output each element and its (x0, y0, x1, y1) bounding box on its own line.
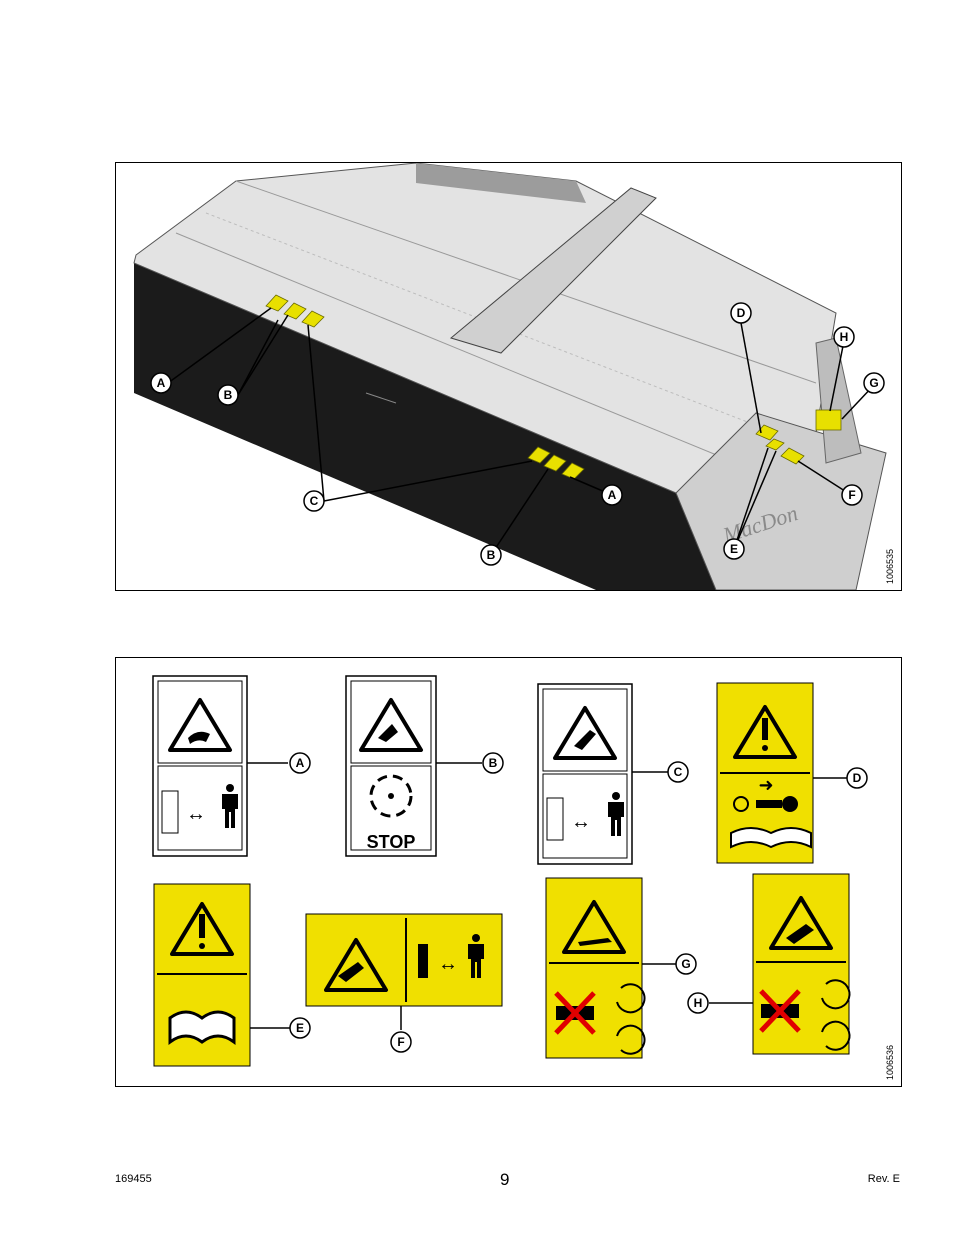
rear-frame (416, 163, 586, 203)
svg-text:A: A (157, 376, 166, 390)
svg-text:F: F (848, 488, 855, 502)
figure-id: 1006536 (885, 1044, 895, 1080)
read-manual-icon (168, 1010, 236, 1045)
decal-callout-c: C (667, 761, 689, 783)
svg-text:G: G (681, 957, 690, 971)
svg-text:H: H (694, 996, 703, 1010)
remove-key-read-manual-icon (733, 796, 749, 812)
decal-marker-c-right (527, 446, 551, 464)
hitch-arm (449, 187, 657, 354)
svg-text:E: E (730, 542, 738, 556)
keep-distance-icon (546, 797, 564, 841)
svg-text:↔: ↔ (186, 803, 206, 825)
callout-h: H (833, 326, 855, 348)
decal-marker-f (780, 447, 805, 465)
callout-a-left: A (150, 372, 172, 394)
decals-illustration: ↔ STOP ↔ (152, 675, 868, 1067)
svg-text:D: D (737, 306, 746, 320)
decal-marker-e (765, 438, 785, 451)
svg-text:B: B (224, 388, 233, 402)
svg-text:A: A (296, 756, 305, 770)
decal-marker-d (755, 424, 779, 441)
exclamation-warning-icon (762, 718, 768, 740)
svg-text:F: F (397, 1035, 404, 1049)
decal-callout-g: G (675, 953, 697, 975)
decal-callouts: A B C D E F G H (289, 752, 868, 1053)
svg-text:➜: ➜ (758, 775, 773, 795)
decal-marker-b-right (543, 454, 567, 472)
hand-entanglement-warning-icon (786, 924, 814, 944)
rotating-blades-stop-icon (369, 774, 413, 818)
hand-entanglement-warning-icon (338, 962, 364, 982)
header-illustration: MacDon (133, 163, 887, 590)
leader-lines (167, 307, 875, 556)
thrown-object-warning-icon (574, 730, 596, 750)
decal-h (752, 873, 851, 1055)
decal-location-figure: MacDon (115, 162, 902, 591)
decal-callout-f: F (390, 1031, 412, 1053)
safety-decals-figure: ↔ STOP ↔ (115, 657, 902, 1087)
svg-text:D: D (853, 771, 862, 785)
decal-callout-h: H (687, 992, 709, 1014)
svg-text:C: C (674, 765, 683, 779)
decal-d: ➜ (716, 682, 814, 864)
callout-c: C (303, 490, 325, 512)
svg-text:↔: ↔ (438, 953, 458, 975)
page-number: 9 (500, 1170, 510, 1189)
callouts: A B C A B D E F G H (150, 302, 885, 566)
svg-text:A: A (608, 488, 617, 502)
svg-text:B: B (487, 548, 496, 562)
svg-text:↔: ↔ (571, 811, 591, 833)
callout-f: F (841, 484, 863, 506)
exclamation-warning-icon (199, 914, 205, 938)
callout-d: D (730, 302, 752, 324)
document-number: 169455 (115, 1173, 152, 1185)
hand-cut-warning-icon (378, 724, 398, 742)
keep-distance-icon (161, 790, 179, 834)
hand-crush-warning-icon (188, 731, 210, 744)
header-skirt (134, 263, 806, 590)
svg-text:E: E (296, 1021, 304, 1035)
revision-label: Rev. E (867, 1173, 900, 1185)
decal-marker-b-left (283, 302, 307, 320)
figure-id: 1006535 (885, 548, 895, 584)
svg-text:H: H (840, 330, 849, 344)
callout-a-right: A (601, 484, 623, 506)
decal-marker-g-h (815, 409, 842, 431)
decal-b: STOP (345, 675, 437, 857)
decal-g (545, 877, 646, 1059)
callout-b-right: B (480, 544, 502, 566)
callout-g: G (863, 372, 885, 394)
decal-marker-c-left (301, 310, 325, 328)
decal-e (153, 883, 251, 1067)
decal-marker-a-left (265, 294, 289, 312)
decal-markers (265, 294, 842, 480)
decal-a: ↔ (152, 675, 248, 857)
decal-f: ↔ (305, 913, 503, 1007)
decal-callout-d: D (846, 767, 868, 789)
keep-distance-icon (418, 944, 428, 978)
body-entanglement-warning-icon (578, 938, 612, 946)
callout-e: E (723, 538, 745, 560)
svg-text:STOP: STOP (367, 832, 416, 852)
callout-b-left: B (217, 384, 239, 406)
decal-callout-e: E (289, 1017, 311, 1039)
decal-callout-b: B (482, 752, 504, 774)
svg-text:C: C (310, 494, 319, 508)
svg-text:G: G (869, 376, 878, 390)
decal-callout-a: A (289, 752, 311, 774)
decal-c: ↔ (537, 683, 633, 865)
svg-text:B: B (489, 756, 498, 770)
